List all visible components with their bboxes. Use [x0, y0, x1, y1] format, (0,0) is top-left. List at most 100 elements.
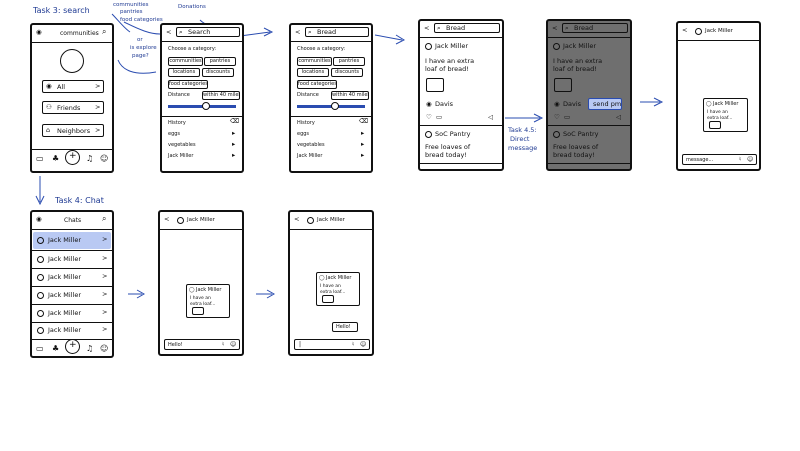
- chat-row[interactable]: Jack Miller >: [33, 305, 111, 322]
- trash-icon[interactable]: ⌫: [359, 117, 369, 125]
- bubble-text-2: extra loaf...: [190, 302, 216, 307]
- heart-icon[interactable]: ♡: [426, 113, 432, 121]
- neighbors-button[interactable]: ⌂ Neighbors >: [42, 124, 104, 137]
- profile-icon[interactable]: ☺: [100, 344, 109, 353]
- chevron-right-icon: >: [102, 235, 108, 243]
- add-button[interactable]: +: [65, 339, 80, 354]
- arrow-icon: ▸: [361, 129, 365, 137]
- cursor-icon: |: [299, 341, 302, 348]
- task3-note-food-categories: food categories: [120, 17, 163, 23]
- chip-communities[interactable]: communities: [168, 57, 203, 66]
- back-icon[interactable]: <: [424, 24, 430, 32]
- emoji-icon[interactable]: ☺: [747, 156, 754, 163]
- chat-row[interactable]: Jack Miller >: [33, 269, 111, 286]
- mic-icon[interactable]: ♮: [222, 341, 225, 348]
- chat-name: Jack Miller: [48, 236, 82, 244]
- search-input[interactable]: ⌕ Search: [176, 27, 240, 37]
- bell-icon[interactable]: ♫: [86, 344, 94, 353]
- task45-label-1: Task 4.5:: [508, 126, 537, 134]
- back-icon[interactable]: <: [295, 28, 301, 36]
- bubble-user: Jack Miller: [326, 275, 352, 281]
- chat-icon[interactable]: ▭: [36, 344, 44, 353]
- all-button[interactable]: ◉ All >: [42, 80, 104, 93]
- chat-row[interactable]: Jack Miller >: [33, 287, 111, 304]
- message-input[interactable]: | ♮ ☺: [294, 339, 370, 350]
- bubble-text-1: I have an: [190, 296, 211, 301]
- bell-icon[interactable]: ♫: [86, 154, 94, 163]
- post-text-line-2: loaf of bread!: [425, 65, 469, 73]
- bubble-avatar: ◯: [319, 275, 325, 281]
- share-icon[interactable]: ◁: [488, 113, 493, 121]
- screen-title: communities: [60, 30, 99, 37]
- emoji-icon[interactable]: ☺: [230, 341, 237, 348]
- profile-icon[interactable]: ☺: [100, 154, 109, 163]
- share-icon[interactable]: ◁: [616, 113, 621, 121]
- friends-button[interactable]: ⚇ Friends >: [42, 101, 104, 114]
- heart-icon[interactable]: ♡: [554, 113, 560, 121]
- chip-pantries[interactable]: pantries: [204, 57, 236, 66]
- location-pin-icon[interactable]: ◉: [36, 28, 42, 36]
- mic-icon[interactable]: ♮: [352, 341, 355, 348]
- bubble-image: [322, 295, 334, 303]
- search-input[interactable]: ⌕ Bread: [562, 23, 628, 33]
- chat-icon[interactable]: ▭: [36, 154, 44, 163]
- chip-food-categories[interactable]: food categories: [297, 80, 337, 89]
- chat-row[interactable]: Jack Miller >: [33, 323, 111, 338]
- chip-discounts[interactable]: discounts: [331, 68, 363, 77]
- slider-handle[interactable]: [331, 102, 339, 110]
- search-input[interactable]: ⌕ Bread: [305, 27, 369, 37]
- post-author-2[interactable]: SoC Pantry: [435, 130, 471, 138]
- chip-communities[interactable]: communities: [297, 57, 332, 66]
- chip-locations[interactable]: locations: [297, 68, 329, 77]
- chat-partner-name: Jack Miller: [317, 217, 345, 223]
- search-icon[interactable]: ⌕: [102, 214, 107, 223]
- explore-note-or: or: [137, 37, 143, 43]
- back-icon[interactable]: <: [166, 28, 172, 36]
- search-icon[interactable]: ⌕: [102, 27, 107, 36]
- trash-icon[interactable]: ⌫: [230, 117, 240, 125]
- chip-discounts[interactable]: discounts: [202, 68, 234, 77]
- history-row-2[interactable]: vegetables: [168, 142, 196, 148]
- post-author-2[interactable]: SoC Pantry: [563, 130, 599, 138]
- add-button[interactable]: +: [65, 150, 80, 165]
- chevron-right-icon: >: [95, 103, 101, 111]
- post-author[interactable]: Jack Miller: [435, 42, 469, 50]
- search-input[interactable]: ⌕ Bread: [434, 23, 500, 33]
- tree-icon[interactable]: ♣: [52, 344, 60, 353]
- chip-pantries[interactable]: pantries: [333, 57, 365, 66]
- back-icon[interactable]: <: [552, 24, 558, 32]
- shared-post-bubble[interactable]: ◯ Jack Miller I have an extra loaf...: [186, 284, 230, 318]
- bubble-avatar: ◯: [189, 287, 195, 293]
- history-row-1[interactable]: eggs: [168, 131, 181, 137]
- post-author[interactable]: Jack Miller: [563, 42, 597, 50]
- comment-icon[interactable]: ▭: [564, 113, 571, 121]
- phone-bread-send-pm: < ⌕ Bread Jack Miller I have an extra lo…: [546, 19, 632, 171]
- reply-user-icon: ◉: [426, 100, 432, 108]
- send-pm-button[interactable]: send pm: [588, 98, 622, 110]
- location-pin-icon[interactable]: ◉: [36, 215, 42, 223]
- distance-label: Distance: [297, 92, 319, 98]
- history-row-1[interactable]: eggs: [297, 131, 310, 137]
- shared-post-bubble[interactable]: ◯ Jack Miller I have an extra loaf...: [703, 98, 748, 132]
- tree-icon[interactable]: ♣: [52, 154, 60, 163]
- slider-handle[interactable]: [202, 102, 210, 110]
- shared-post-bubble[interactable]: ◯ Jack Miller I have an extra loaf...: [316, 272, 360, 306]
- history-row-3[interactable]: Jack Miller: [297, 153, 323, 159]
- mic-icon[interactable]: ♮: [739, 156, 742, 163]
- friends-icon: ⚇: [46, 103, 52, 111]
- chat-row[interactable]: Jack Miller >: [33, 232, 111, 249]
- message-input[interactable]: Hello! ♮ ☺: [164, 339, 240, 350]
- chip-food-categories[interactable]: food categories: [168, 80, 208, 89]
- history-row-2[interactable]: vegetables: [297, 142, 325, 148]
- history-row-3[interactable]: Jack Miller: [168, 153, 194, 159]
- search-icon: ⌕: [565, 24, 569, 32]
- message-input[interactable]: message... ♮ ☺: [682, 154, 757, 165]
- back-icon[interactable]: <: [294, 215, 300, 223]
- chat-row[interactable]: Jack Miller >: [33, 251, 111, 268]
- comment-icon[interactable]: ▭: [436, 113, 443, 121]
- back-icon[interactable]: <: [682, 26, 688, 34]
- chip-locations[interactable]: locations: [168, 68, 200, 77]
- phone-communities: ◉ communities ⌕ ◉ All > ⚇ Friends > ⌂ Ne…: [30, 23, 114, 173]
- back-icon[interactable]: <: [164, 215, 170, 223]
- emoji-icon[interactable]: ☺: [360, 341, 367, 348]
